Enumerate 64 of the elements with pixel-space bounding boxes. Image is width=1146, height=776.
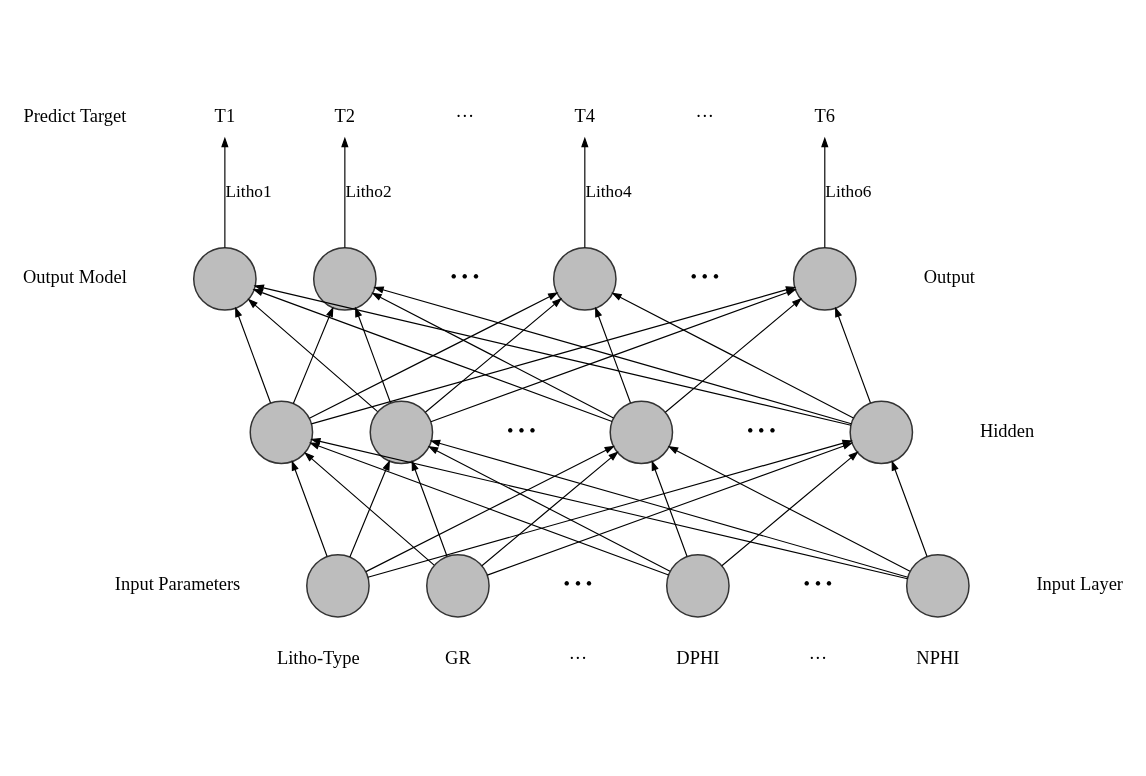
arrow bbox=[221, 136, 229, 248]
node-circle bbox=[666, 553, 730, 618]
arrow bbox=[235, 306, 272, 403]
arrow bbox=[341, 136, 349, 248]
arrow bbox=[835, 306, 871, 403]
arrow bbox=[611, 292, 854, 418]
edge-label: Litho2 bbox=[345, 181, 392, 201]
label: • • • bbox=[803, 573, 833, 594]
arrow bbox=[595, 306, 632, 403]
node-text: T4 bbox=[574, 105, 596, 126]
edge-label: Litho6 bbox=[825, 181, 872, 201]
node-circle bbox=[306, 553, 370, 618]
label: ··· bbox=[808, 647, 828, 668]
arrow bbox=[581, 136, 589, 248]
label: Predict Target bbox=[23, 105, 127, 126]
arrow bbox=[486, 442, 854, 576]
arrow bbox=[349, 459, 390, 557]
arrow bbox=[411, 459, 448, 557]
label: • • • bbox=[563, 573, 593, 594]
arrow bbox=[308, 291, 559, 419]
arrow bbox=[481, 450, 619, 566]
node-text: T2 bbox=[334, 105, 356, 126]
arrow bbox=[309, 442, 670, 576]
arrow bbox=[427, 445, 671, 572]
label: • • • bbox=[507, 420, 536, 441]
node-text: T6 bbox=[814, 105, 836, 126]
arrow bbox=[667, 445, 911, 572]
label: • • • bbox=[690, 266, 720, 287]
arrow bbox=[424, 297, 563, 413]
arrow bbox=[292, 306, 334, 404]
arrow bbox=[247, 298, 379, 412]
arrow bbox=[821, 136, 829, 248]
label: ··· bbox=[695, 105, 715, 126]
arrow bbox=[664, 297, 803, 413]
node-circle bbox=[312, 246, 377, 311]
node-circle bbox=[369, 399, 434, 464]
arrow bbox=[355, 306, 392, 403]
label: Input Parameters bbox=[114, 573, 241, 594]
edge-label: Litho4 bbox=[585, 181, 632, 201]
arrow bbox=[291, 459, 328, 557]
label: ··· bbox=[455, 105, 475, 126]
arrow bbox=[304, 451, 435, 566]
label: • • • bbox=[747, 420, 776, 441]
node-circle bbox=[905, 553, 970, 618]
node-label: NPHI bbox=[916, 647, 960, 668]
node-label: GR bbox=[445, 647, 471, 668]
label: • • • bbox=[450, 266, 480, 287]
label: Input Layer bbox=[1036, 573, 1124, 594]
arrow bbox=[371, 292, 615, 418]
arrow bbox=[430, 288, 797, 422]
label: Hidden bbox=[979, 420, 1035, 441]
node-circle bbox=[426, 553, 490, 618]
arrow bbox=[365, 445, 615, 572]
label: Output Model bbox=[22, 266, 127, 287]
edge-label: Litho1 bbox=[225, 181, 272, 201]
node-text: T1 bbox=[214, 105, 236, 126]
node-label: Litho-Type bbox=[276, 647, 360, 668]
arrow bbox=[651, 459, 688, 557]
label: Output bbox=[923, 266, 975, 287]
arrow bbox=[891, 459, 928, 557]
label: ··· bbox=[568, 647, 588, 668]
node-label: DPHI bbox=[676, 647, 720, 668]
arrow bbox=[721, 450, 859, 566]
arrow bbox=[252, 288, 613, 422]
